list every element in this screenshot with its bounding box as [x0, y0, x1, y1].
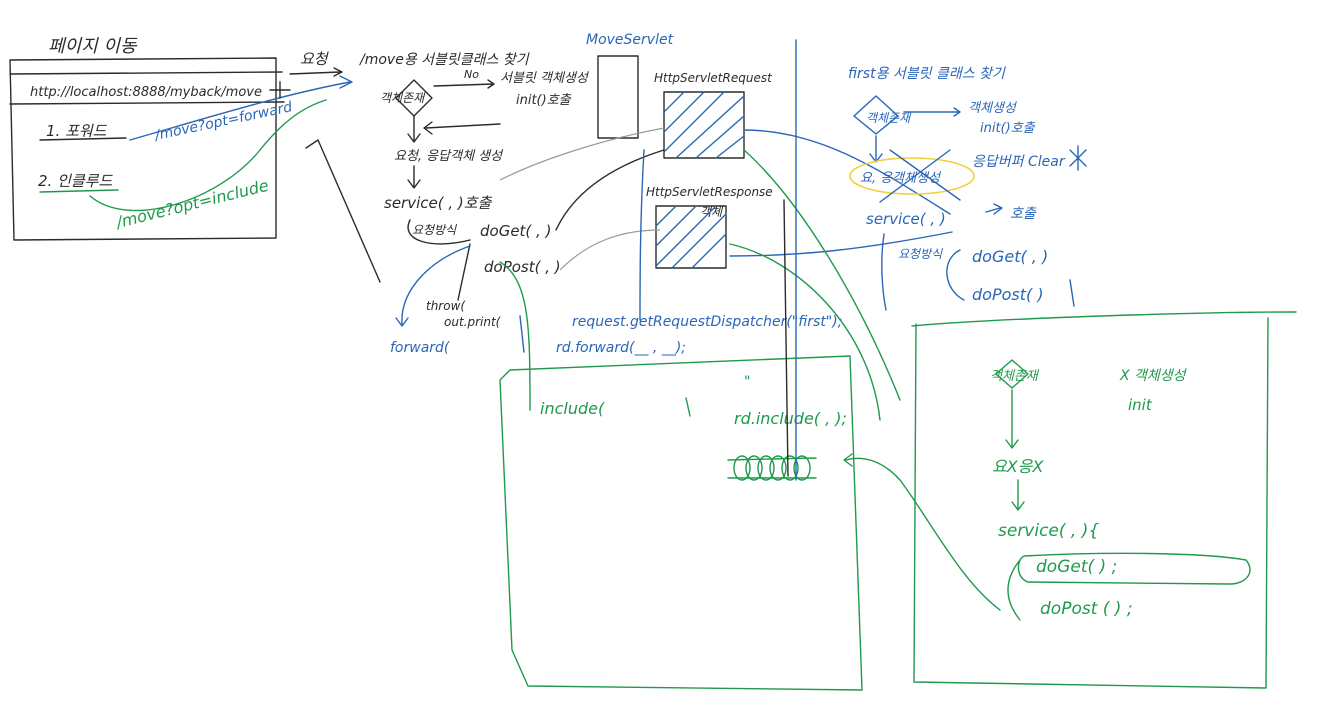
include-method-brace [1007, 559, 1021, 621]
http-response-label: HttpServletResponse [646, 185, 773, 199]
request-arrow [289, 67, 343, 77]
option-include-underline [39, 189, 119, 193]
request-to-dispatcher [639, 149, 645, 321]
include-init-text: init [1128, 396, 1153, 414]
forward-arrowhead [339, 75, 353, 89]
include-brace [685, 397, 691, 417]
cursor-mark [269, 81, 291, 99]
page-move-title: 페이지 이동 [48, 36, 138, 57]
address-bar-lines [9, 71, 285, 105]
first-dopost-text: doPost( ) [972, 285, 1044, 304]
move-servlet-rect [597, 55, 639, 139]
response-to-include-green [729, 243, 881, 421]
forward-brace [519, 315, 525, 353]
req-res-highlight [849, 157, 975, 195]
buffer-vertical-line [783, 199, 789, 477]
http-request-label: HttpServletRequest [654, 71, 773, 85]
include-doget-text: doGet( ) ; [1036, 557, 1117, 577]
option-forward-underline [39, 137, 127, 141]
response-to-right-blue [729, 231, 953, 257]
service-call-text: service( , )호출 [384, 194, 493, 212]
dopost-text: doPost( , ) [484, 258, 561, 276]
output-buffer-coil [727, 455, 817, 481]
include-create-text: X 객체생성 [1119, 368, 1188, 384]
find-class-text: /move용 서블릿클래스 찾기 [358, 52, 530, 68]
request-link-gray [499, 127, 665, 181]
first-find-class-text: first용 서블릿 클래스 찾기 [848, 66, 1006, 82]
first-req-res-text: 요, 응객체생성 [860, 171, 942, 186]
forward-query-text: /move?opt=forward [152, 99, 294, 144]
include-target-box [911, 311, 1297, 689]
include-down-arrow-2 [1011, 479, 1025, 511]
include-branch-curve [499, 261, 531, 411]
move-servlet-label: MoveServlet [586, 32, 674, 48]
first-side-line [881, 233, 887, 311]
first-exists-diamond [853, 95, 899, 135]
request-to-include-green [743, 149, 901, 401]
response-obj-label: 객체 [700, 205, 724, 219]
dispatcher-text: request.getRequestDispatcher("first"); [572, 314, 842, 330]
forward-text: forward( [390, 340, 450, 356]
include-service-text: service( , ){ [998, 521, 1099, 541]
first-create-text: 객체생성 [968, 101, 1018, 116]
rd-include-text: rd.include( , ); [734, 409, 847, 428]
include-request-curve [89, 99, 327, 212]
include-text: include( [540, 399, 605, 418]
request-object-box [663, 91, 745, 159]
response-return-line [305, 139, 381, 283]
option-include: 2. 인클루드 [38, 172, 113, 190]
first-call-label: 호출 [1010, 206, 1037, 222]
first-exists-label: 객체존재 [866, 111, 912, 125]
first-create-arrow [903, 107, 961, 117]
throw-text: throw( [426, 299, 466, 313]
include-exists-label: 객체존재 [990, 369, 1040, 384]
rd-forward-text: rd.forward(__ , __); [556, 340, 686, 356]
forward-request-curve [129, 81, 351, 141]
first-method-label: 요청방식 [898, 247, 943, 261]
ditto-mark: " [744, 374, 750, 390]
response-object-box [655, 205, 727, 269]
first-down-arrow [869, 135, 883, 163]
url-text: http://localhost:8888/myback/move [30, 85, 262, 100]
out-print-text: out.print( [444, 315, 502, 329]
include-doget-highlight [1017, 552, 1251, 585]
include-down-arrow-1 [1005, 389, 1019, 449]
include-req-res-text: 요X응X [992, 457, 1044, 476]
buffer-clear-text: 응답버퍼 Clear [972, 154, 1066, 170]
no-branch-arrow [433, 79, 495, 89]
create-object-text: 서블릿 객체생성 [500, 71, 590, 86]
exists-down-arrow [407, 115, 421, 143]
to-service-arrow [407, 165, 421, 189]
request-label: 요청 [300, 50, 330, 68]
first-call-arrow [985, 203, 1003, 215]
browser-window-sketch [9, 57, 277, 241]
req-res-create-text: 요청, 응답객체 생성 [394, 149, 504, 164]
first-init-text: init()호출 [980, 121, 1036, 136]
method-branch-lines [407, 219, 471, 301]
doget-text: doGet( , ) [480, 222, 551, 240]
include-return-curve [843, 453, 1001, 611]
request-to-right-blue [743, 129, 951, 215]
include-dopost-text: doPost ( ) ; [1040, 599, 1133, 619]
first-method-branch [946, 249, 1075, 307]
first-doget-text: doGet( , ) [972, 247, 1048, 266]
init-call-text: init()호출 [516, 93, 572, 108]
response-link-gray [559, 229, 661, 271]
include-exists-diamond [995, 359, 1029, 389]
method-label: 요청방식 [412, 223, 457, 237]
forward-branch-curve [395, 245, 471, 327]
option-forward: 1. 포워드 [46, 122, 108, 140]
exists-label: 객체존재 [380, 91, 426, 105]
init-return-arrow [423, 121, 501, 135]
buffer-clear-star [1069, 145, 1087, 171]
include-query-text: /move?opt=include [112, 176, 270, 233]
req-res-cross [879, 149, 961, 203]
no-label: No [464, 68, 479, 81]
include-region-box [499, 355, 863, 691]
first-service-text: service( , ) [866, 210, 946, 228]
